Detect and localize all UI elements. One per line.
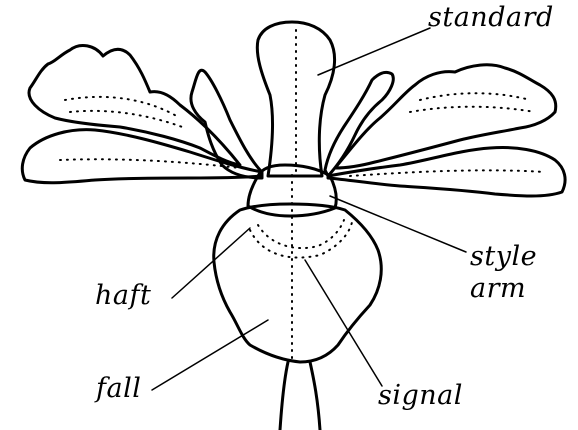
leader-style-arm (330, 196, 466, 252)
back-left-petal (29, 45, 240, 165)
leader-haft (172, 228, 250, 298)
leader-fall (152, 320, 268, 390)
stem (280, 362, 320, 430)
right-lower-petal (328, 148, 565, 197)
label-haft: haft (95, 282, 151, 309)
left-lower-petal (22, 130, 262, 183)
leader-signal (305, 260, 382, 386)
label-signal: signal (378, 382, 463, 409)
back-right-petal (335, 65, 556, 168)
label-style-arm-line1: style (470, 243, 537, 270)
label-style-arm-line2: arm (470, 275, 526, 302)
label-fall: fall (96, 375, 141, 402)
label-standard: standard (428, 4, 554, 31)
